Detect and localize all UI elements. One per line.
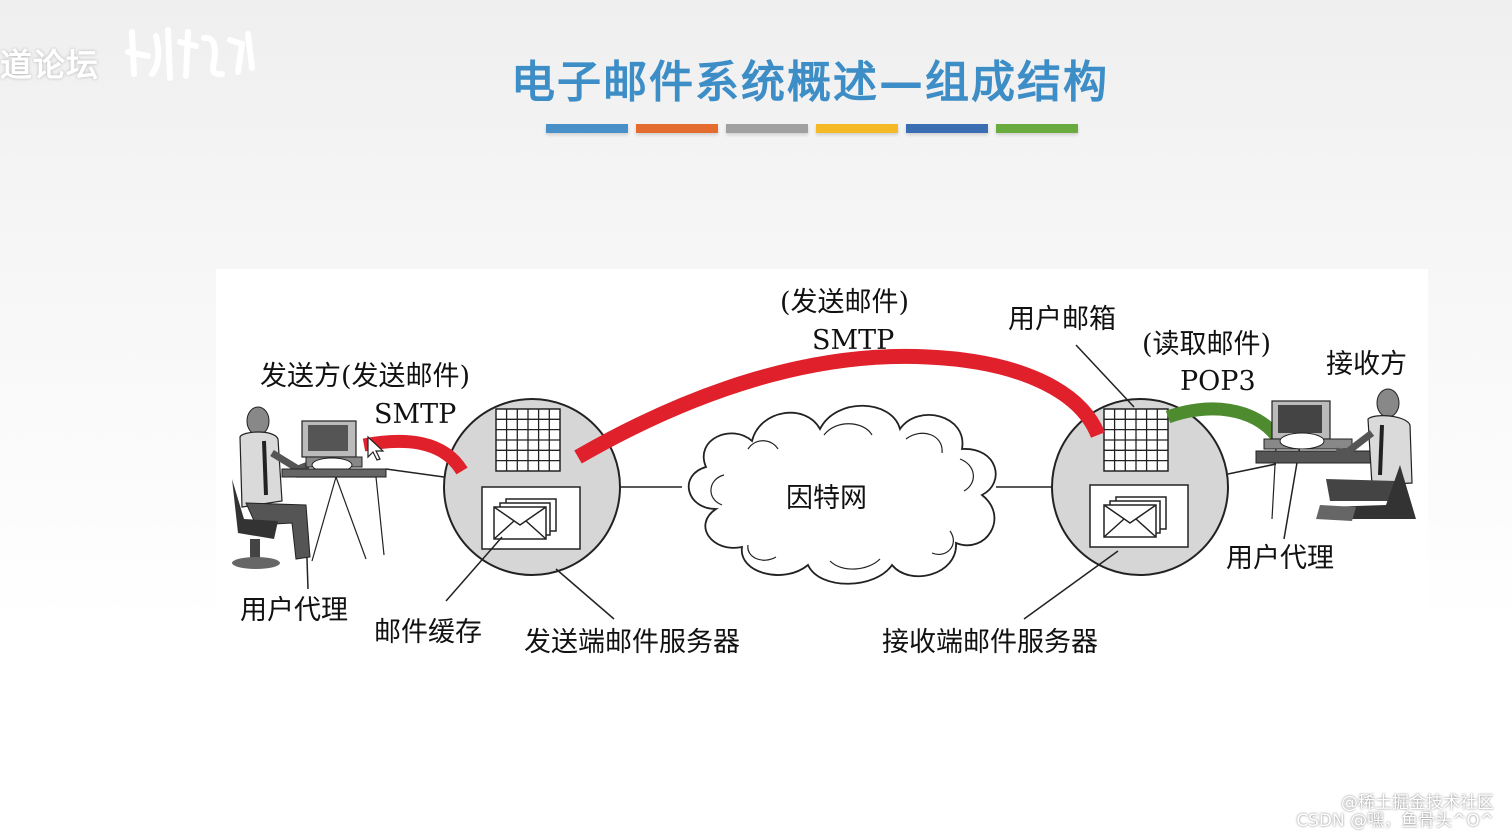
smtp-link-servers <box>574 348 1105 464</box>
forum-logo: 道论坛 <box>0 46 100 84</box>
color-bar-segment <box>906 124 988 133</box>
color-bar-segment <box>816 124 898 133</box>
receiver-computer-icon <box>1255 400 1375 464</box>
color-bar-segment <box>726 124 808 133</box>
receiver-person-icon <box>1316 388 1416 521</box>
receiver-server-label: 接收端邮件服务器 <box>882 627 1098 658</box>
sender-person-icon <box>232 406 311 569</box>
user-mailbox-pointer <box>1075 344 1135 408</box>
color-bar-segment <box>546 124 628 133</box>
receiver-action-label: (读取邮件) <box>1142 329 1272 360</box>
internet-label: 因特网 <box>786 483 867 514</box>
sender-server-pointer <box>555 568 615 620</box>
sender-mail-server <box>443 398 621 576</box>
pop3-link-receiver <box>1165 402 1286 445</box>
smtp-link-sender <box>362 434 468 475</box>
watermark-csdn: CSDN @嘿，鱼骨头^O^ <box>1296 811 1494 831</box>
watermark-juejin: @稀土掘金技术社区 <box>1341 793 1494 813</box>
slide-title: 电子邮件系统概述—组成结构 <box>511 57 1109 108</box>
receiver-mail-server <box>1051 398 1229 576</box>
receiver-label: 接收方 <box>1326 349 1407 380</box>
mail-cache-label: 邮件缓存 <box>374 617 482 648</box>
logo-scribble-icon <box>125 27 255 81</box>
title-color-bar <box>546 124 1078 133</box>
diagram-canvas <box>232 344 1416 620</box>
email-system-diagram: 发送方(发送邮件) SMTP 用户代理 邮件缓存 发送端邮件服务器 因特网 (发… <box>216 269 1428 677</box>
sender-label: 发送方(发送邮件) <box>260 361 471 392</box>
sender-computer-icon <box>281 420 387 478</box>
sender-server-link <box>385 468 445 478</box>
envelope-icon <box>1103 496 1167 538</box>
receiver-user-agent-label: 用户代理 <box>1226 543 1334 574</box>
envelope-icon <box>493 498 557 540</box>
receiver-server-pointer <box>1023 550 1119 620</box>
sender-user-agent-label: 用户代理 <box>240 595 348 626</box>
mail-cache-pointer <box>445 536 503 602</box>
receiver-protocol-label: POP3 <box>1180 366 1256 397</box>
middle-action-label: (发送邮件) <box>780 287 910 318</box>
internet-cloud <box>687 404 997 585</box>
middle-protocol-label: SMTP <box>812 325 895 356</box>
sender-protocol-label: SMTP <box>374 399 457 430</box>
color-bar-segment <box>996 124 1078 133</box>
receiver-server-link <box>1227 463 1277 475</box>
sender-server-label: 发送端邮件服务器 <box>524 627 740 658</box>
color-bar-segment <box>636 124 718 133</box>
mouse-cursor-icon <box>367 435 385 461</box>
user-mailbox-label: 用户邮箱 <box>1008 304 1116 335</box>
